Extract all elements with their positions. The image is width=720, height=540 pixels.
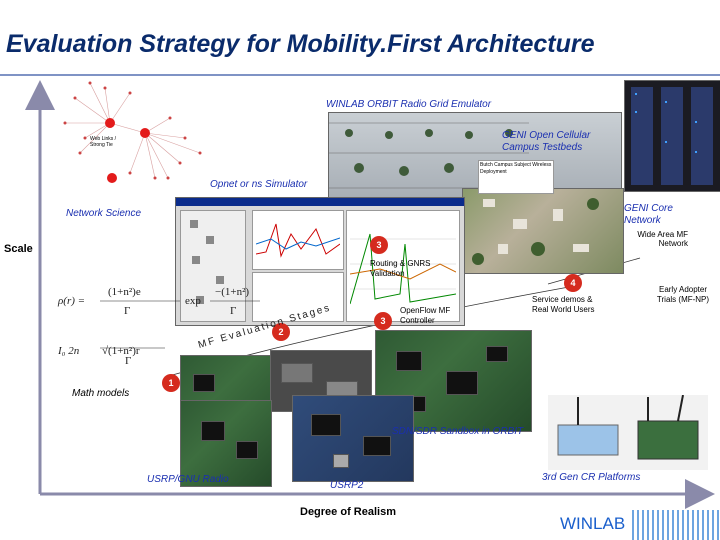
winlab-logo-stripes — [632, 510, 720, 540]
svg-text:Γ: Γ — [125, 355, 131, 367]
svg-text:−(1+n²): −(1+n²) — [215, 286, 249, 298]
svg-text:exp: exp — [185, 295, 201, 307]
usrp-gnu-board-photo-2 — [180, 400, 272, 487]
sdn-label: SDN/SDR Sandbox in ORBIT — [392, 426, 524, 437]
usrp2-board-photo — [292, 395, 414, 482]
cr-platform-label: 3rd Gen CR Platforms — [542, 472, 641, 483]
opnet-label: Opnet or ns Simulator — [210, 179, 308, 190]
geni-cellular-label: GENI Open Cellular Campus Testbeds — [502, 130, 591, 153]
math-models-label: Math models — [72, 388, 130, 399]
geni-core-label: GENI Core Network — [624, 203, 673, 226]
usrp2-label: USRP2 — [330, 480, 364, 491]
slide-title: Evaluation Strategy for Mobility.First A… — [6, 30, 595, 58]
network-graph-image — [63, 81, 202, 183]
stage-badge-3-openflow: 3 — [374, 312, 392, 330]
svg-text:Γ: Γ — [230, 305, 236, 317]
svg-text:I₀ 2n: I₀ 2n — [57, 345, 80, 357]
svg-text:ρ(r) =: ρ(r) = — [57, 295, 85, 307]
x-axis-label: Degree of Realism — [300, 506, 396, 518]
early-adopter-label: Early Adopter Trials (MF-NP) — [656, 285, 710, 304]
campus-map-label: Butch Campus Subject Wireless Deployment — [478, 160, 554, 194]
cr-platform-photo — [548, 395, 708, 470]
svg-text:Γ: Γ — [124, 305, 130, 317]
openflow-label: OpenFlow MF Controller — [400, 306, 451, 325]
math-models-image: ρ(r) = (1+n²)e Γ exp −(1+n²) Γ I₀ 2n √(1… — [57, 286, 260, 367]
service-demos-label: Service demos & Real World Users — [532, 295, 595, 314]
winlab-logo: WINLAB — [558, 514, 628, 534]
graph-node-label: Web Links / Strong Tie — [90, 136, 117, 148]
routing-label: Routing & GNRS Validation — [370, 259, 431, 278]
svg-text:(1+n²)e: (1+n²)e — [108, 286, 141, 298]
title-underline — [0, 74, 720, 76]
wide-area-label: Wide Area MF Network — [637, 230, 688, 248]
network-science-label: Network Science — [66, 208, 142, 219]
stage-badge-1: 1 — [162, 374, 180, 392]
stage-badge-3-routing: 3 — [370, 236, 388, 254]
stage-badge-4: 4 — [564, 274, 582, 292]
orbit-label: WINLAB ORBIT Radio Grid Emulator — [326, 99, 492, 110]
y-axis-label: Scale — [4, 243, 33, 255]
stage-badge-2: 2 — [272, 323, 290, 341]
svg-text:√(1+n²)r: √(1+n²)r — [102, 345, 140, 357]
usrp-gnu-label: USRP/GNU Radio — [147, 474, 229, 485]
simulator-screenshot — [175, 197, 465, 326]
server-rack-photo — [624, 80, 720, 192]
campus-aerial-map — [462, 188, 624, 274]
